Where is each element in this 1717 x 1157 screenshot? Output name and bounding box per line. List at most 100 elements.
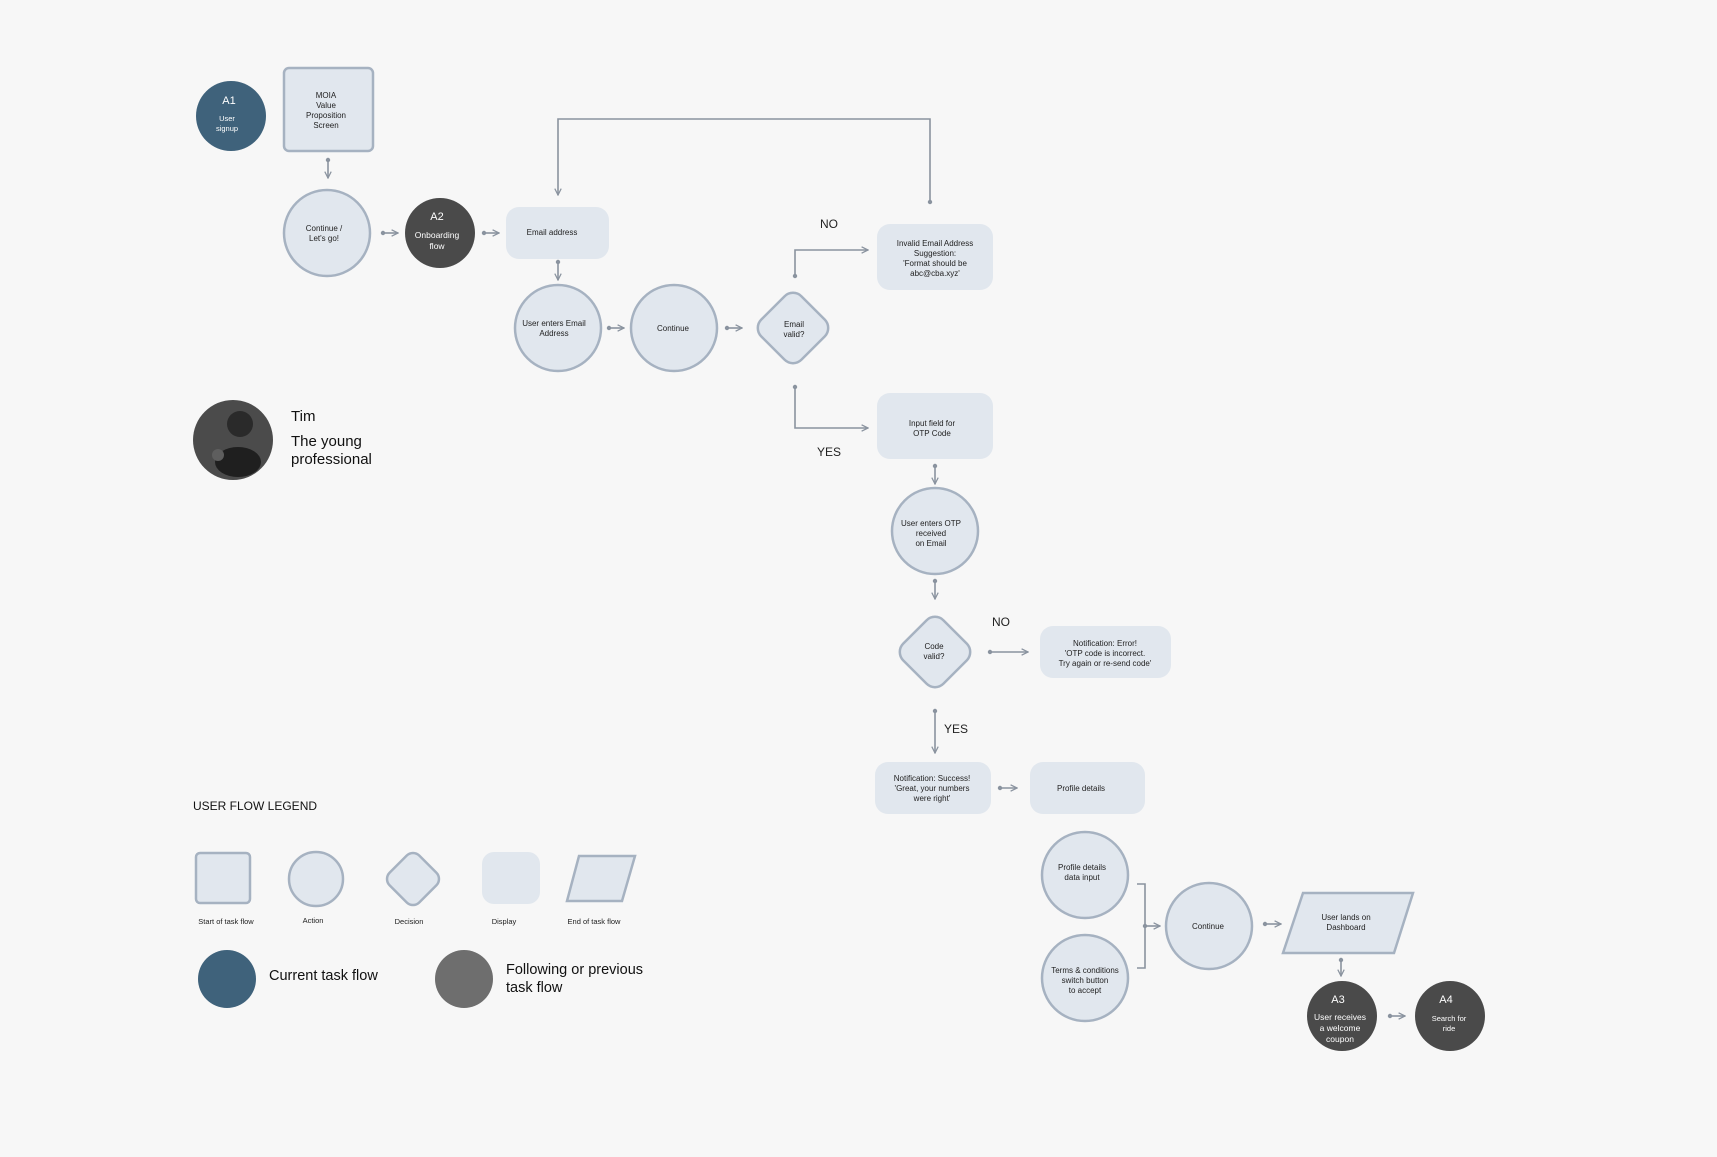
legend-start-shape: Start of task flow	[194, 851, 254, 926]
legend-decision-shape: Decision	[385, 851, 441, 926]
node-profile-input: Profile details data input	[1040, 830, 1130, 920]
node-label: User lands on	[1321, 913, 1370, 922]
legend-current-flow-label: Current task flow	[269, 968, 378, 984]
node-label: 'OTP code is incorrect.	[1065, 649, 1146, 658]
edge-label-email-yes: YES	[817, 445, 841, 459]
edge-code-valid-no	[987, 650, 1028, 654]
node-label: Continue	[1192, 922, 1225, 931]
node-label: Notification: Success!	[894, 774, 970, 783]
edge-enter-email-to-continue	[606, 326, 624, 330]
node-a2: A2 Onboarding flow	[405, 198, 475, 268]
persona-avatar	[193, 400, 273, 480]
edge-continue-to-a2	[380, 231, 398, 235]
node-profile-details: Profile details	[1030, 762, 1145, 814]
edge-a2-to-email-address	[481, 231, 499, 235]
legend-end-shape: End of task flow	[565, 854, 637, 926]
node-label: were right'	[913, 794, 951, 803]
legend-action-shape: Action	[287, 850, 345, 925]
node-label: Onboarding	[415, 230, 460, 240]
node-label: Proposition	[306, 111, 346, 120]
node-label: on Email	[915, 539, 946, 548]
edge-enter-otp-to-code-valid	[933, 578, 937, 599]
legend-label: Action	[303, 916, 324, 925]
node-enter-email: User enters Email Address	[513, 283, 603, 373]
node-label: Email	[784, 320, 804, 329]
node-label: Email address	[527, 228, 578, 237]
node-label: Try again or re-send code'	[1059, 659, 1152, 668]
edge-merge-to-continue	[1137, 883, 1160, 969]
edge-email-valid-no	[792, 250, 868, 279]
node-label: User enters OTP	[901, 519, 961, 528]
node-label: valid?	[784, 330, 805, 339]
node-label: ride	[1443, 1024, 1456, 1033]
legend-label: Start of task flow	[198, 917, 254, 926]
node-label: signup	[216, 124, 238, 133]
node-label: switch button	[1062, 976, 1109, 985]
legend-other-flow-label: task flow	[506, 980, 563, 996]
node-dashboard: User lands on Dashboard	[1281, 891, 1415, 955]
node-label: Screen	[313, 121, 338, 130]
node-label: Terms & conditions	[1051, 966, 1119, 975]
legend-label: Decision	[395, 917, 424, 926]
node-label: User receives	[1314, 1012, 1366, 1022]
node-label: flow	[429, 241, 445, 251]
node-label: 'Great, your numbers	[895, 784, 970, 793]
node-label: Continue /	[306, 224, 343, 233]
node-email-address: Email address	[506, 207, 609, 259]
edge-label-code-yes: YES	[944, 722, 968, 736]
edge-a3-to-a4	[1387, 1014, 1405, 1018]
legend-current-flow: Current task flow	[198, 950, 378, 1008]
node-code: A1	[222, 95, 235, 107]
node-label: Notification: Error!	[1073, 639, 1137, 648]
node-continue-3: Continue	[1164, 881, 1254, 971]
node-label: Let's go!	[309, 234, 339, 243]
node-label: received	[916, 529, 946, 538]
node-label: a welcome	[1320, 1023, 1361, 1033]
edge-continue-to-dashboard	[1262, 922, 1281, 926]
legend-label: End of task flow	[568, 917, 622, 926]
node-label: data input	[1064, 873, 1100, 882]
node-otp-field: Input field for OTP Code	[877, 393, 993, 459]
node-email-valid: Email valid?	[756, 291, 830, 365]
node-label: Value	[316, 101, 336, 110]
edge-otp-field-to-enter-otp	[933, 463, 937, 484]
node-value-prop: MOIA Value Proposition Screen	[282, 66, 375, 153]
persona-card: Tim The young professional	[193, 400, 372, 480]
edge-dashboard-to-a3	[1339, 957, 1343, 976]
node-label: OTP Code	[913, 429, 951, 438]
legend-display-shape: Display	[482, 852, 540, 926]
node-code: A2	[430, 211, 443, 223]
edge-label-code-no: NO	[992, 615, 1010, 629]
node-otp-error: Notification: Error! 'OTP code is incorr…	[1040, 626, 1171, 678]
node-label: Suggestion:	[914, 249, 956, 258]
node-label: Continue	[657, 324, 690, 333]
node-label: MOIA	[316, 91, 337, 100]
persona-role: professional	[291, 451, 372, 468]
node-label: Profile details	[1057, 784, 1105, 793]
edge-continue-to-email-valid	[724, 326, 742, 330]
edge-email-address-to-enter-email	[556, 259, 560, 280]
edge-code-valid-yes	[933, 708, 937, 753]
persona-name: Tim	[291, 408, 315, 425]
node-label: Address	[539, 329, 568, 338]
legend-other-flow-label: Following or previous	[506, 962, 643, 978]
node-label: to accept	[1069, 986, 1102, 995]
node-label: User	[219, 114, 235, 123]
node-continue-1: Continue / Let's go!	[282, 188, 372, 278]
edge-invalid-back-to-email-address	[558, 118, 933, 205]
node-enter-otp: User enters OTP received on Email	[890, 486, 980, 576]
legend-label: Display	[492, 917, 517, 926]
node-label: Code	[924, 642, 944, 651]
node-label: Profile details	[1058, 863, 1106, 872]
node-invalid-email: Invalid Email Address Suggestion: 'Forma…	[877, 224, 993, 290]
edge-label-email-no: NO	[820, 217, 838, 231]
edge-value-prop-to-continue	[326, 157, 330, 178]
edge-success-to-profile-details	[997, 786, 1017, 790]
node-continue-2: Continue	[629, 283, 719, 373]
edges	[326, 118, 1405, 1018]
node-a1: A1 User signup	[196, 81, 266, 151]
node-label: Invalid Email Address	[897, 239, 973, 248]
legend-other-flow: Following or previous task flow	[435, 950, 643, 1008]
legend-title: USER FLOW LEGEND	[193, 799, 317, 813]
